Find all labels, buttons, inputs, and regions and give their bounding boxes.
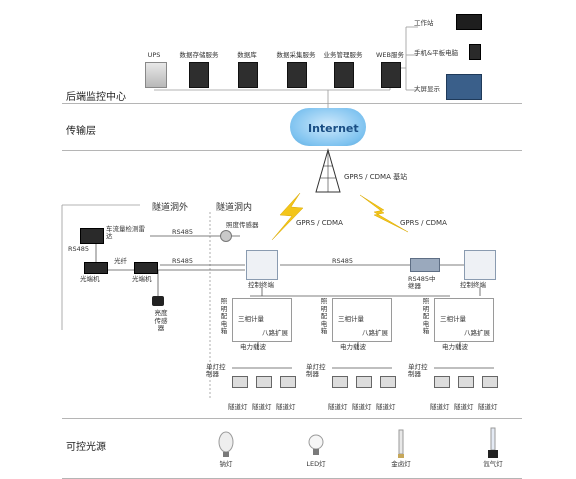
tunnel-lamp-label: 隧道灯 [252, 403, 272, 411]
workstation-icon [456, 14, 482, 30]
repeater-icon [410, 258, 440, 272]
single-lamp-ctrl-label: 单灯控制器 [408, 363, 428, 378]
ups-icon [145, 62, 167, 88]
video-wall-icon [446, 74, 482, 100]
client-mobile-label: 手机&平板电脑 [414, 49, 459, 57]
radar-icon [80, 228, 104, 244]
lamp-icon [482, 376, 498, 388]
control-terminal-icon [464, 250, 496, 280]
client-bigscreen-label: 大屏显示 [414, 85, 440, 93]
fiber-label: 光纤 [114, 257, 127, 265]
three-phase-meter-label: 三相计量 [440, 315, 466, 323]
tunnel-lamp-label: 隧道灯 [478, 403, 498, 411]
cabinet-frame [434, 298, 494, 342]
server-label: WEB服务 [376, 51, 404, 59]
illuminance-sensor-icon [220, 230, 232, 242]
divider-backend [62, 103, 522, 104]
control-terminal-label-2: 控制终端 [460, 281, 486, 289]
lamp-icon [356, 376, 372, 388]
lighting-box-label: 照明配电箱 [422, 297, 430, 335]
lighting-box-label: 照明配电箱 [320, 297, 328, 335]
lamp-icon [458, 376, 474, 388]
optical-terminal-label-1: 光端机 [80, 275, 100, 283]
tunnel-lamp-label: 隧道灯 [328, 403, 348, 411]
light-source-sodium-label: 钠灯 [219, 460, 233, 468]
client-workstation-label: 工作站 [414, 19, 434, 27]
tunnel-outside-label: 隧道洞外 [152, 203, 189, 213]
eight-way-label: 八路扩展 [262, 329, 288, 337]
cabinet-frame [332, 298, 392, 342]
server-label: 业务管理服务 [323, 51, 363, 59]
lamp-icon [232, 376, 248, 388]
repeater-label: RS485中继器 [408, 275, 436, 290]
lamp-icon [280, 376, 296, 388]
server-rack-icon [334, 62, 354, 88]
tunnel-lamp-label: 隧道灯 [352, 403, 372, 411]
tunnel-lamp-label: 隧道灯 [228, 403, 248, 411]
rs485-upper-label: RS485 [172, 228, 194, 236]
tunnel-lamp-label: 隧道灯 [454, 403, 474, 411]
internet-cloud-icon [290, 108, 366, 146]
three-phase-meter-label: 三相计量 [338, 315, 364, 323]
rs485-lower-label: RS485 [172, 257, 194, 265]
radar-label: 车流量检测雷达 [106, 225, 145, 240]
single-lamp-ctrl-label: 单灯控制器 [206, 363, 226, 378]
server-label: 数据存储服务 [179, 51, 219, 59]
server-rack-icon [287, 62, 307, 88]
tunnel-lamp-label: 隧道灯 [430, 403, 450, 411]
lamp-icon [332, 376, 348, 388]
server-label: 数据采集服务 [276, 51, 316, 59]
optical-terminal-icon [84, 262, 108, 274]
plc-label: 电力载波 [240, 343, 266, 351]
plc-label: 电力载波 [442, 343, 468, 351]
server-label: 数据库 [237, 51, 257, 59]
rs485-left-label: RS485 [68, 245, 90, 253]
divider-transport [62, 150, 522, 151]
layer-label-light-source: 可控光源 [66, 442, 106, 453]
illuminance-sensor-label: 照度传感器 [226, 221, 259, 229]
server-rack-icon [381, 62, 401, 88]
control-terminal-label-1: 控制终端 [248, 281, 274, 289]
divider-tunnel [62, 418, 522, 419]
light-source-xenon-label: 氙气灯 [483, 460, 503, 468]
base-station-label: GPRS / CDMA 基站 [344, 173, 408, 181]
cabinet-frame [232, 298, 292, 342]
tunnel-lamp-label: 隧道灯 [276, 403, 296, 411]
brightness-sensor-icon [152, 296, 164, 306]
server-rack-icon [238, 62, 258, 88]
single-lamp-ctrl-label: 单灯控制器 [306, 363, 326, 378]
lamp-icon [380, 376, 396, 388]
layer-label-transport: 传输层 [66, 126, 96, 137]
optical-terminal-icon [134, 262, 158, 274]
three-phase-meter-label: 三相计量 [238, 315, 264, 323]
light-source-metal-halide-label: 金卤灯 [391, 460, 411, 468]
light-source-led-label: LED灯 [306, 460, 326, 468]
server-label: UPS [147, 51, 161, 59]
tablet-icon [469, 44, 481, 60]
internet-label: Internet [308, 122, 359, 135]
brightness-sensor-label: 亮度传感器 [154, 309, 168, 332]
server-rack-icon [189, 62, 209, 88]
gprs-right-label: GPRS / CDMA [400, 219, 447, 227]
eight-way-label: 八路扩展 [464, 329, 490, 337]
tunnel-inside-label: 隧道洞内 [216, 203, 253, 213]
plc-label: 电力载波 [340, 343, 366, 351]
lamp-icon [434, 376, 450, 388]
tunnel-lamp-label: 隧道灯 [376, 403, 396, 411]
eight-way-label: 八路扩展 [362, 329, 388, 337]
lighting-box-label: 照明配电箱 [220, 297, 228, 335]
lamp-icon [256, 376, 272, 388]
layer-label-backend: 后端监控中心 [66, 92, 126, 103]
control-terminal-icon [246, 250, 278, 280]
gprs-left-label: GPRS / CDMA [296, 219, 343, 227]
optical-terminal-label-2: 光端机 [132, 275, 152, 283]
rs485-main-label: RS485 [332, 257, 354, 265]
